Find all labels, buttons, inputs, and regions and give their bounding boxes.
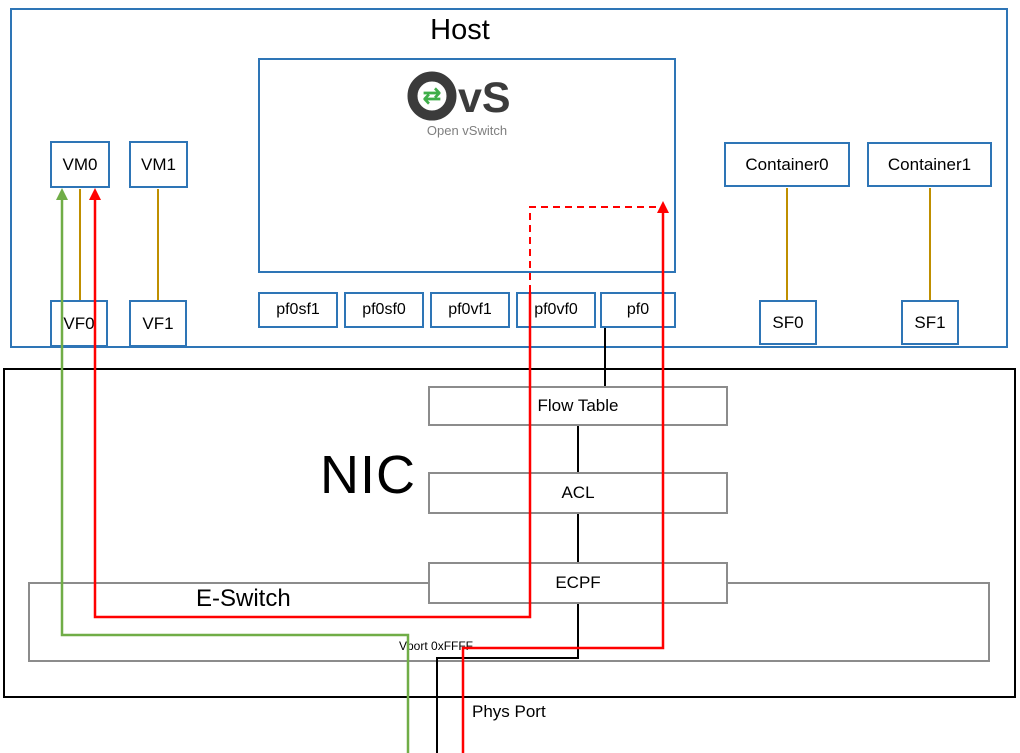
flow-table-box: Flow Table: [428, 386, 728, 426]
phys-port-label: Phys Port: [472, 702, 546, 721]
ovs-logo-text: vS: [458, 74, 511, 122]
eswitch-label: E-Switch: [196, 585, 291, 612]
swap-arrows-icon: ⇄: [423, 83, 441, 108]
vm1-box: VM1: [129, 141, 188, 188]
container1-box: Container1: [867, 142, 992, 187]
port-pf0-box: pf0: [600, 292, 676, 328]
ovs-subtitle: Open vSwitch: [426, 123, 508, 138]
port-pf0vf1-box: pf0vf1: [430, 292, 510, 328]
nic-title: NIC: [320, 445, 416, 505]
ecpf-box: ECPF: [428, 562, 728, 604]
sf1-box: SF1: [901, 300, 959, 345]
ovs-logo: ⇄ vS Open vSwitch: [260, 60, 674, 138]
container0-box: Container0: [724, 142, 850, 187]
vf1-box: VF1: [129, 300, 187, 347]
port-pf0sf0-box: pf0sf0: [344, 292, 424, 328]
sf0-box: SF0: [759, 300, 817, 345]
port-pf0sf1-box: pf0sf1: [258, 292, 338, 328]
ovs-logo-graphic: ⇄ vS: [407, 71, 511, 122]
ovs-ring-icon: [407, 71, 457, 121]
ovs-box: ⇄ vS Open vSwitch: [258, 58, 676, 273]
vf0-box: VF0: [50, 300, 108, 347]
port-pf0vf0-box: pf0vf0: [516, 292, 596, 328]
host-title: Host: [430, 14, 490, 46]
acl-box: ACL: [428, 472, 728, 514]
vm0-box: VM0: [50, 141, 110, 188]
vport-label: Vport 0xFFFF: [399, 639, 474, 653]
